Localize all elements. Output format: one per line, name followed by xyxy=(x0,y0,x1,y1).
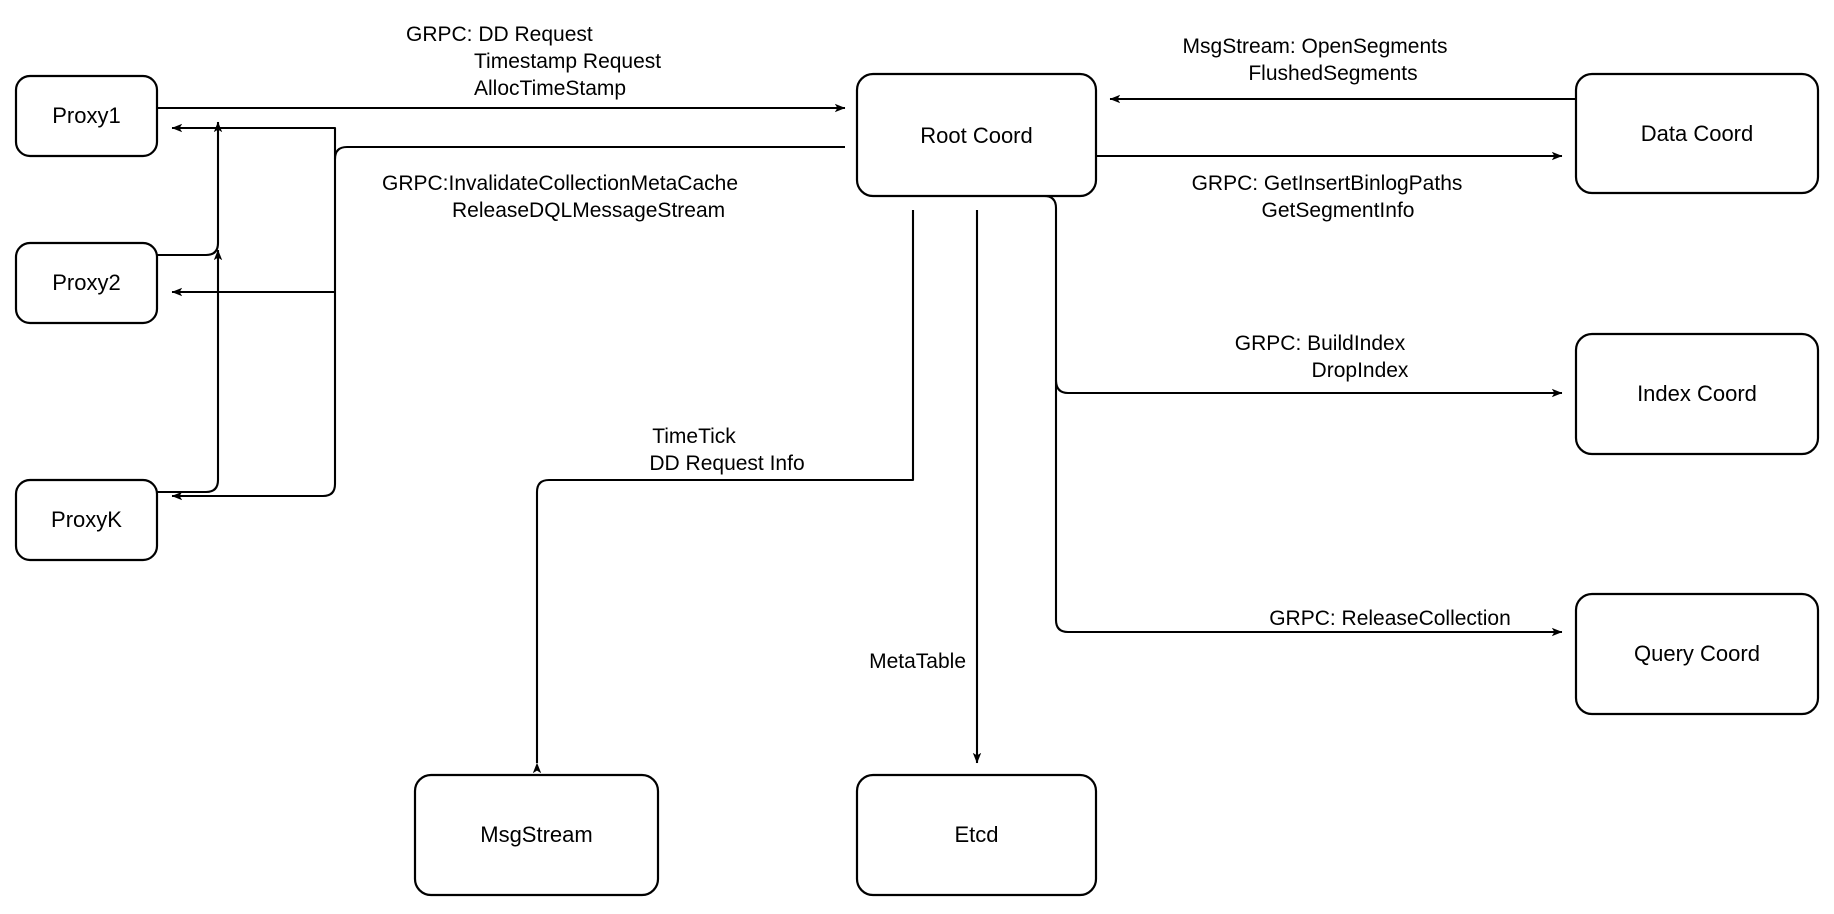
edge-label-line: FlushedSegments xyxy=(1248,62,1417,85)
etcd-box[interactable] xyxy=(855,773,1098,897)
edge-label-line: Timestamp Request xyxy=(474,50,661,73)
root-coord-box[interactable] xyxy=(855,72,1098,198)
edge-label-line: GRPC:InvalidateCollectionMetaCache xyxy=(382,172,738,195)
edge-label-line: ReleaseDQLMessageStream xyxy=(452,199,725,222)
edge-label-line: GRPC: BuildIndex xyxy=(1235,332,1406,355)
edge-label-proxies-to-root-coord: GRPC: DD Request Timestamp Request Alloc… xyxy=(406,23,661,100)
etcd-label: Etcd xyxy=(954,822,998,847)
query-coord-label: Query Coord xyxy=(1634,641,1760,666)
edge-label-root-coord-to-data-coord: GRPC: GetInsertBinlogPaths GetSegmentInf… xyxy=(1192,172,1463,222)
node-msgstream[interactable]: MsgStream xyxy=(413,773,660,897)
query-coord-box[interactable] xyxy=(1574,592,1820,716)
edge-root-coord-to-proxy1 xyxy=(171,123,337,159)
edge-root-coord-to-msgstream xyxy=(532,210,915,774)
edge-label-root-coord-to-index-coord: GRPC: BuildIndex DropIndex xyxy=(1235,332,1409,382)
edge-label-line: GRPC: GetInsertBinlogPaths xyxy=(1192,172,1463,195)
proxyk-box[interactable] xyxy=(14,478,159,562)
node-etcd[interactable]: Etcd xyxy=(855,773,1098,897)
edge-label-data-coord-to-root-coord: MsgStream: OpenSegments FlushedSegments xyxy=(1183,35,1448,85)
msgstream-label: MsgStream xyxy=(480,822,592,847)
edge-proxyk-riser xyxy=(157,249,223,494)
edge-label-root-coord-to-proxies: GRPC:InvalidateCollectionMetaCache Relea… xyxy=(382,172,738,222)
node-data-coord[interactable]: Data Coord xyxy=(1574,72,1820,195)
edge-root-coord-right-trunk xyxy=(1043,194,1058,620)
msgstream-box[interactable] xyxy=(413,773,660,897)
edge-proxy2-riser xyxy=(157,121,223,257)
edge-label-line: GetSegmentInfo xyxy=(1262,199,1415,222)
node-index-coord[interactable]: Index Coord xyxy=(1574,332,1820,456)
index-coord-box[interactable] xyxy=(1574,332,1820,456)
node-proxy2[interactable]: Proxy2 xyxy=(14,241,159,325)
edge-root-coord-to-query-coord xyxy=(1054,619,1563,637)
edge-label-root-coord-to-msgstream: TimeTick DD Request Info xyxy=(649,425,804,475)
edge-label-line: MetaTable xyxy=(869,650,966,673)
edge-label-root-coord-to-query-coord: GRPC: ReleaseCollection xyxy=(1269,607,1511,630)
proxy1-label: Proxy1 xyxy=(52,103,120,128)
edge-label-line: DropIndex xyxy=(1312,359,1409,382)
data-coord-box[interactable] xyxy=(1574,72,1820,195)
edge-label-line: DD Request Info xyxy=(649,452,804,475)
edge-label-line: GRPC: ReleaseCollection xyxy=(1269,607,1511,630)
edge-label-line: GRPC: DD Request xyxy=(406,23,593,46)
edge-root-coord-to-proxies-trunk xyxy=(171,145,845,501)
proxyk-label: ProxyK xyxy=(51,507,122,532)
node-proxyk[interactable]: ProxyK xyxy=(14,478,159,562)
root-coord-label: Root Coord xyxy=(920,123,1033,148)
index-coord-label: Index Coord xyxy=(1637,381,1757,406)
data-coord-label: Data Coord xyxy=(1641,121,1754,146)
edge-label-line: AllocTimeStamp xyxy=(474,77,626,100)
edge-label-line: MsgStream: OpenSegments xyxy=(1183,35,1448,58)
node-proxy1[interactable]: Proxy1 xyxy=(14,74,159,158)
edge-label-root-coord-to-etcd: MetaTable xyxy=(869,650,966,673)
node-query-coord[interactable]: Query Coord xyxy=(1574,592,1820,716)
edge-label-line: TimeTick xyxy=(652,425,736,448)
proxy2-label: Proxy2 xyxy=(52,270,120,295)
proxy1-box[interactable] xyxy=(14,74,159,158)
node-root-coord[interactable]: Root Coord xyxy=(855,72,1098,198)
proxy2-box[interactable] xyxy=(14,241,159,325)
edge-root-coord-to-index-coord xyxy=(1054,379,1563,398)
